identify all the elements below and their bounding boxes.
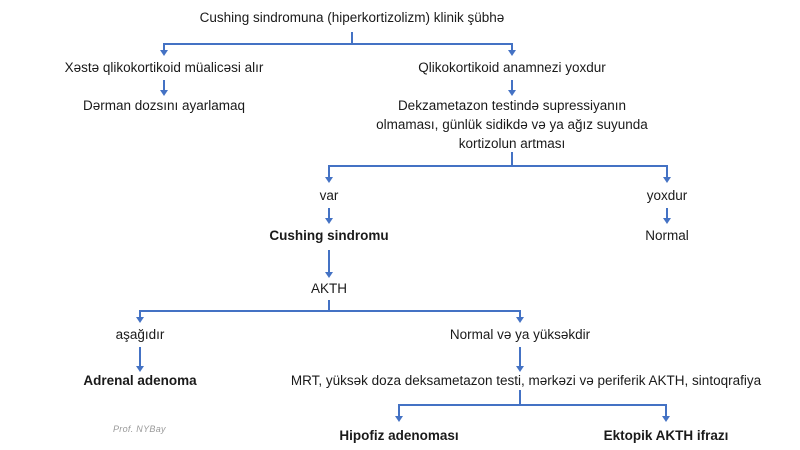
node-var: var: [319, 188, 339, 203]
node-adjust-dose: Dərman dozsını ayarlamaq: [82, 98, 246, 113]
connector-dex-left-drop: [328, 165, 330, 178]
node-workup: MRT, yüksək doza deksametazon testi, mər…: [290, 373, 762, 388]
connector-akth-stem: [328, 300, 330, 311]
node-pituitary-adenoma: Hipofiz adenoması: [339, 428, 459, 443]
connector-low-to-adrenal: [139, 347, 141, 369]
node-normal: Normal: [645, 228, 689, 243]
connector-yoxdur-to-normal: [666, 208, 668, 220]
connector-gc-to-dose: [163, 80, 165, 92]
node-adrenal-adenoma: Adrenal adenoma: [83, 373, 197, 388]
node-akth: AKTH: [310, 281, 347, 296]
arrowhead-root-right: [508, 50, 516, 56]
arrowhead-yoxdur-to-normal: [663, 218, 671, 224]
arrowhead-workup-right: [662, 416, 670, 422]
node-low: aşağıdır: [115, 327, 165, 342]
connector-root-right-drop: [511, 43, 513, 52]
node-dex-test: Dekzametazon testində supressiyanın olma…: [376, 98, 648, 151]
connector-var-to-cushing: [328, 208, 330, 220]
arrowhead-akth-left: [136, 317, 144, 323]
connector-akth-split-bar: [139, 310, 521, 312]
connector-root-left-drop: [163, 43, 165, 52]
arrowhead-dex-right: [663, 177, 671, 183]
author-watermark: Prof. NYBay: [113, 424, 166, 434]
connector-workup-split-bar: [398, 404, 667, 406]
arrowhead-high-to-workup: [516, 366, 524, 372]
connector-root-split-bar: [163, 43, 513, 45]
connector-workup-right-drop: [665, 404, 667, 417]
connector-akth-right-drop: [519, 310, 521, 319]
node-ectopic-akth: Ektopik AKTH ifrazı: [603, 428, 729, 443]
connector-dex-stem: [511, 152, 513, 166]
connector-akth-left-drop: [139, 310, 141, 319]
connector-dex-split-bar: [328, 165, 668, 167]
node-cushing-syndrome: Cushing sindromu: [269, 228, 389, 243]
connector-cushing-to-akth: [328, 250, 330, 275]
connector-nogc-to-dex: [511, 80, 513, 92]
connector-workup-stem: [519, 390, 521, 405]
arrowhead-gc-to-dose: [160, 90, 168, 96]
connector-dex-right-drop: [666, 165, 668, 178]
arrowhead-dex-left: [325, 177, 333, 183]
arrowhead-low-to-adrenal: [136, 366, 144, 372]
arrowhead-var-to-cushing: [325, 218, 333, 224]
arrowhead-akth-right: [516, 317, 524, 323]
connector-workup-left-drop: [398, 404, 400, 417]
connector-root-stem: [351, 32, 353, 44]
node-normal-or-high: Normal və ya yüksəkdir: [449, 327, 591, 342]
arrowhead-cushing-to-akth: [325, 272, 333, 278]
arrowhead-workup-left: [395, 416, 403, 422]
node-yoxdur: yoxdur: [646, 188, 688, 203]
arrowhead-root-left: [160, 50, 168, 56]
node-no-gc-history: Qlikokortikoid anamnezi yoxdur: [418, 60, 606, 75]
node-root: Cushing sindromuna (hiperkortizolizm) kl…: [199, 10, 505, 25]
node-gc-treated: Xəstə qlikokortikoid müalicəsi alır: [64, 60, 264, 75]
connector-high-to-workup: [519, 347, 521, 369]
arrowhead-nogc-to-dex: [508, 90, 516, 96]
